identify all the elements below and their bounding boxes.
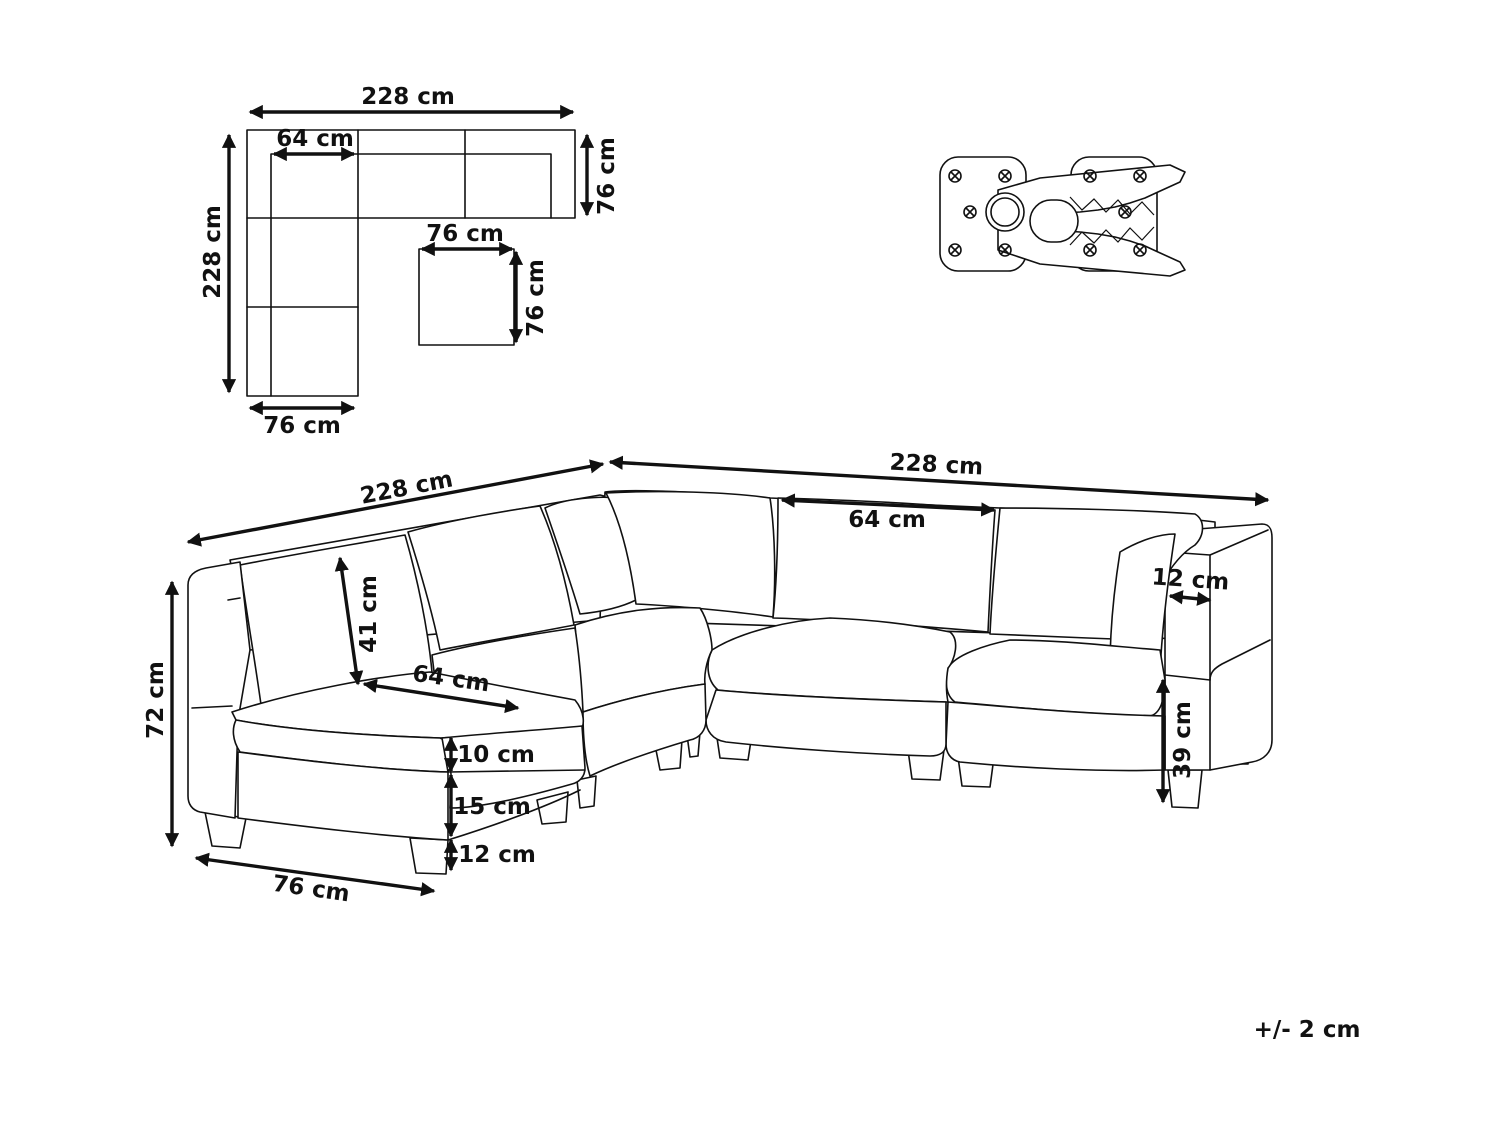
plan-seat-width-label: 64 cm xyxy=(276,126,354,152)
left-length-label: 228 cm xyxy=(358,466,455,509)
armrest-width-label: 12 cm xyxy=(1151,564,1230,595)
plan-overall-depth-label: 228 cm xyxy=(200,205,226,299)
right-length-label: 228 cm xyxy=(889,450,984,481)
total-height-label: 72 cm xyxy=(143,661,169,739)
plan-module-depth-label: 76 cm xyxy=(594,137,620,215)
plan-ottoman-depth-label: 76 cm xyxy=(523,259,549,337)
perspective-dimensions xyxy=(164,455,1270,897)
ottoman-outline xyxy=(418,248,515,346)
top-view-plan: 228 cm 228 cm 64 cm 76 cm 76 cm 76 cm 76… xyxy=(200,84,620,439)
back-seat-width-label: 64 cm xyxy=(848,507,926,533)
leg-height-label: 12 cm xyxy=(458,842,536,868)
backrest-height-label: 41 cm xyxy=(356,575,382,653)
sofa-perspective-drawing xyxy=(187,489,1273,875)
plan-ottoman-width-label: 76 cm xyxy=(426,221,504,247)
base-height-label: 15 cm xyxy=(453,794,531,820)
plan-module-width-label: 76 cm xyxy=(263,413,341,439)
cushion-height-label: 10 cm xyxy=(457,742,535,768)
connector-clip-icon xyxy=(939,156,1186,277)
tolerance-label: +/- 2 cm xyxy=(1254,1017,1361,1043)
plan-overall-width-label: 228 cm xyxy=(361,84,455,110)
seat-height-label: 39 cm xyxy=(1170,701,1196,779)
